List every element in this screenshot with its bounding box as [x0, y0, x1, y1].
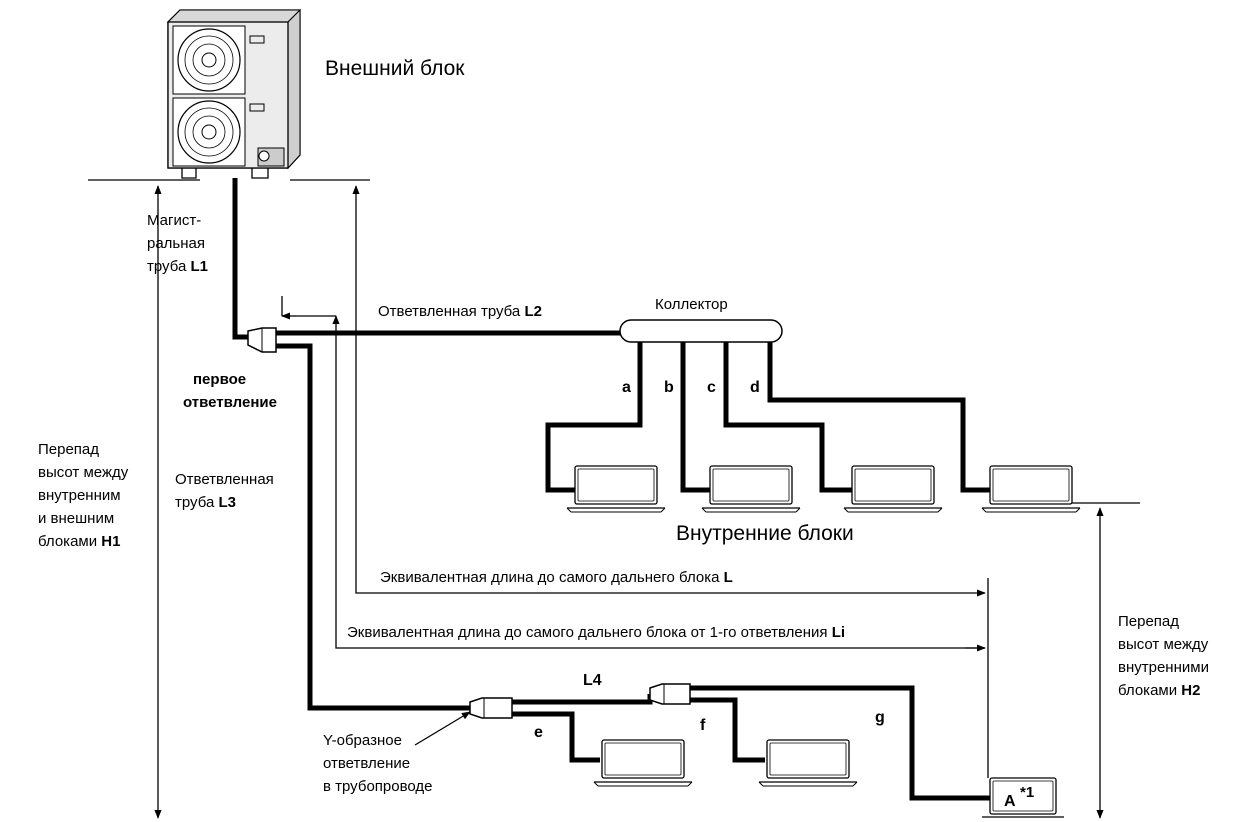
h1-label-2: высот между	[38, 464, 129, 481]
equiv-length-l-label: Эквивалентная длина до самого дальнего б…	[380, 569, 733, 586]
pipe-letter-c: c	[707, 379, 716, 396]
outdoor-unit-label: Внешний блок	[325, 57, 465, 80]
pipe-letter-b: b	[664, 379, 674, 396]
pipe-d	[767, 342, 990, 493]
h2-label-2: высот между	[1118, 636, 1209, 653]
unit-a-mark: *1	[1020, 784, 1034, 801]
unit-a-letter: A	[1004, 793, 1016, 810]
pipe-l4	[512, 694, 653, 705]
pipe-b	[680, 342, 710, 493]
y-branch-label-1: Y-образное	[323, 732, 402, 749]
equiv-length-li-label: Эквивалентная длина до самого дальнего б…	[347, 624, 845, 641]
pipe-letter-g: g	[875, 709, 885, 726]
y-branch-label-2: ответвление	[323, 755, 410, 772]
pipe-c	[723, 342, 852, 493]
indoor-unit-d	[981, 465, 1081, 513]
h1-label-4: и внешним	[38, 510, 114, 527]
equiv-length-l-arrow	[352, 185, 986, 597]
main-pipe-label-3: труба L1	[147, 258, 208, 275]
h1-label-3: внутренним	[38, 487, 121, 504]
collector-label: Коллектор	[655, 296, 728, 313]
branch-l2-label: Ответвленная труба L2	[378, 303, 542, 320]
equiv-length-li-arrow	[332, 315, 985, 649]
pipe-letter-l4: L4	[583, 672, 602, 689]
indoor-unit-g-a	[982, 777, 1064, 818]
first-branch-label-1: первое	[193, 371, 246, 388]
pipe-letter-e: e	[534, 724, 543, 741]
main-pipe-label-1: Магист-	[147, 212, 201, 229]
y-branch-label-3: в трубопроводе	[323, 778, 433, 795]
pipe-a	[545, 342, 643, 493]
pipe-e	[512, 711, 600, 763]
pipe-letter-a: a	[622, 379, 631, 396]
pipe-letter-f: f	[700, 717, 706, 734]
branch-l3-label-1: Ответвленная	[175, 471, 274, 488]
y-joint-2	[649, 683, 691, 705]
h2-label-1: Перепад	[1118, 613, 1179, 630]
h2-label-3: внутренними	[1118, 659, 1209, 676]
first-branch-label-2: ответвление	[183, 394, 277, 411]
outdoor-unit	[166, 8, 302, 179]
h1-label-5: блоками H1	[38, 533, 120, 550]
h1-label-1: Перепад	[38, 441, 99, 458]
indoor-unit-f	[758, 739, 858, 787]
collector-header	[619, 319, 783, 343]
main-pipe-l1	[232, 178, 248, 340]
pipe-g	[690, 685, 990, 801]
indoor-unit-c	[843, 465, 943, 513]
indoor-units-label: Внутренние блоки	[676, 522, 854, 545]
branch-l3-label-2: труба L3	[175, 494, 236, 511]
pipe-letter-d: d	[750, 379, 760, 396]
indoor-unit-b	[701, 465, 801, 513]
y-joint-1	[469, 697, 513, 719]
branch-pipe-l3	[276, 343, 470, 711]
y-branch-pointer	[414, 711, 471, 746]
first-branch-joint	[247, 327, 277, 353]
main-pipe-label-2: ральная	[147, 235, 205, 252]
indoor-unit-a	[566, 465, 666, 513]
indoor-unit-e	[593, 739, 693, 787]
pipe-f	[690, 697, 765, 763]
h2-label-4: блоками H2	[1118, 682, 1200, 699]
